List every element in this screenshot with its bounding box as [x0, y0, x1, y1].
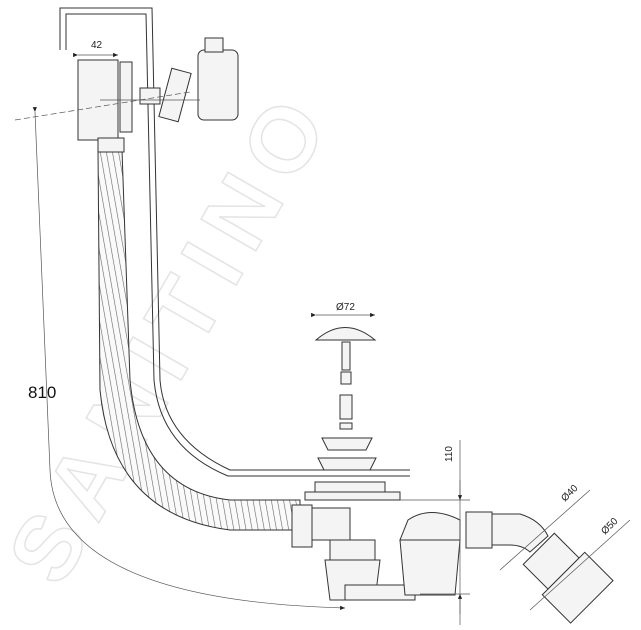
overflow-head [77, 37, 239, 141]
plug-assembly [314, 327, 377, 471]
hose-connector [97, 137, 125, 153]
dim-outlet-outer: Ø50 [599, 516, 620, 537]
dim-total-length: 810 [28, 383, 56, 402]
dim-plug-diameter: Ø72 [336, 302, 355, 313]
drain-body [291, 481, 416, 601]
dim-overflow-width: 42 [91, 40, 103, 51]
outlet-adapter [522, 532, 614, 624]
dim-trap-height: 110 [444, 446, 455, 462]
trap [399, 511, 549, 596]
